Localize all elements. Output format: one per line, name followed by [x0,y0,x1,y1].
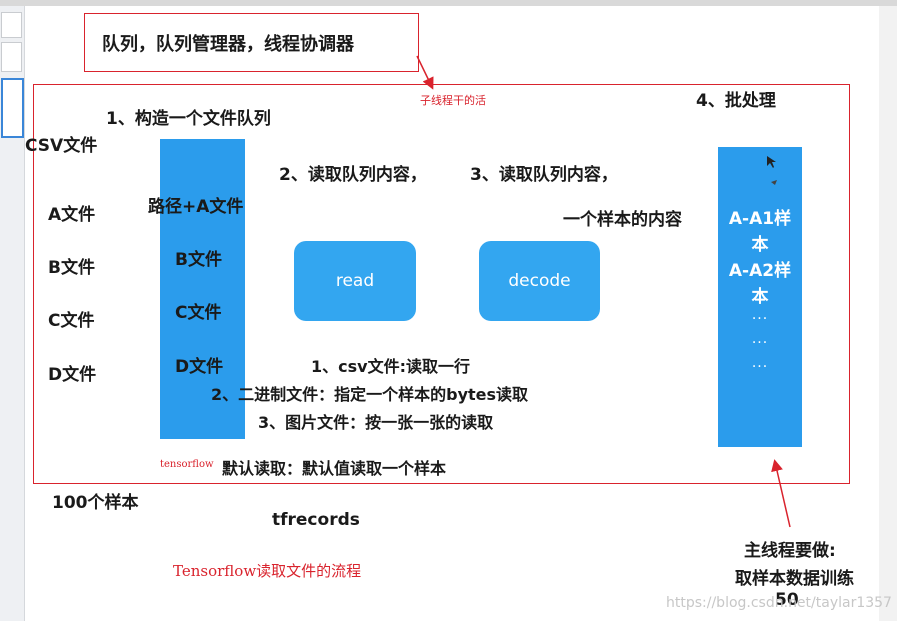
file-d-label: D文件 [48,365,97,385]
slide-thumbnail-strip[interactable] [0,6,25,621]
page-title: 队列，队列管理器，线程协调器 [102,34,354,55]
subthread-arrow [416,55,434,90]
slide-thumbnail[interactable] [1,42,22,72]
step4-label: 4、批处理 [696,91,776,111]
file-a-label: A文件 [48,205,96,225]
read-mode-default: 默认读取：默认值读取一个样本 [222,459,447,478]
watermark: https://blog.csdn.net/taylar1357 [666,595,892,611]
main-thread-label-3: 50 [775,590,799,610]
batch-ellipsis: ... [751,307,769,323]
read-op-box: read [294,241,416,321]
batch-sample-1-line1: A-A1样 [728,209,792,229]
file-b-label: B文件 [48,258,95,278]
main-thread-label-1: 主线程要做: [744,541,836,561]
file-c-label: C文件 [48,311,95,331]
step2-label: 2、读取队列内容， [279,165,427,185]
queue-item-b: B文件 [175,250,222,270]
read-mode-binary: 2、二进制文件：指定一个样本的bytes读取 [211,385,529,404]
slide-thumbnail[interactable] [1,12,22,38]
batch-ellipsis: ... [751,355,769,371]
batch-queue-bar [718,147,802,447]
tfrecords-label: tfrecords [272,510,360,530]
queue-item-c: C文件 [175,303,222,323]
step3-sublabel: 一个样本的内容 [563,210,682,230]
file-queue-bar [160,139,245,439]
main-thread-label-2: 取样本数据训练 [735,569,854,589]
batch-sample-2-line1: A-A2样 [728,261,792,281]
window-top-bar [0,0,897,6]
queue-item-path-a: 路径+A文件 [148,197,244,217]
caption: Tensorflow读取文件的流程 [173,562,362,580]
title-box [84,13,419,72]
cursor-icon [767,156,777,185]
tensorflow-note: tensorflow [160,459,214,470]
batch-ellipsis: ... [751,331,769,347]
right-scroll-edge[interactable] [879,6,897,621]
read-mode-csv: 1、csv文件:读取一行 [311,357,470,376]
batch-sample-2-line2: 本 [751,287,769,307]
decode-op-box: decode [479,241,600,321]
csv-files-label: CSV文件 [25,136,98,156]
queue-item-d: D文件 [175,357,224,377]
subthread-label: 子线程干的活 [420,94,486,107]
sample-count-label: 100个样本 [52,493,139,513]
diagram-frame [33,84,850,484]
step3-label: 3、读取队列内容， [470,165,618,185]
batch-sample-1-line2: 本 [751,235,769,255]
read-mode-image: 3、图片文件：按一张一张的读取 [258,413,494,432]
mainthread-arrow [771,459,791,528]
step1-label: 1、构造一个文件队列 [106,109,271,129]
slide-thumbnail-selected[interactable] [1,78,24,138]
